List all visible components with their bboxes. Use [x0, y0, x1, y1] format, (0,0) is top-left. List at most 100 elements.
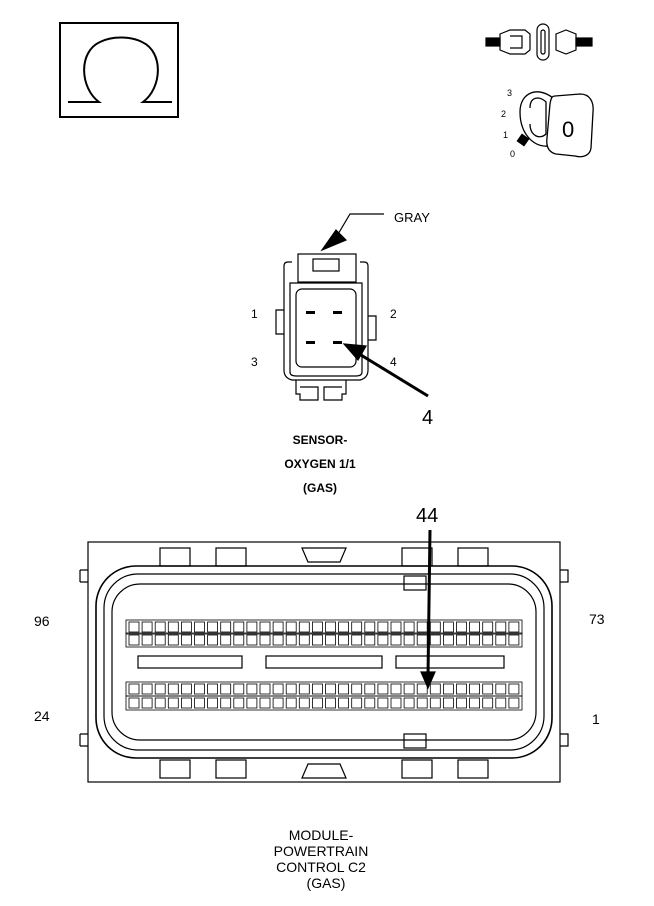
terminal-cavity [180, 683, 192, 695]
terminal-cavity [180, 621, 192, 633]
ignition-switch-off-icon: 0 3 2 1 0 [501, 88, 594, 159]
terminal-cavity [220, 634, 232, 646]
ignition-position-1: 1 [503, 130, 508, 140]
terminal-cavity [128, 683, 140, 695]
pcm-pin-label-bottom-right: 1 [592, 711, 600, 727]
terminal-cavity [272, 634, 284, 646]
terminal-row [125, 632, 523, 648]
terminal-cavity [338, 683, 350, 695]
terminal-cavity [141, 621, 153, 633]
terminal-cavity [338, 634, 350, 646]
terminal-cavity [220, 621, 232, 633]
terminal-cavity [403, 683, 415, 695]
terminal-cavity [141, 683, 153, 695]
terminal-cavity [469, 683, 481, 695]
terminal-cavity [482, 697, 494, 709]
terminal-cavity [246, 621, 258, 633]
sensor-title-line-3: (GAS) [303, 481, 337, 495]
terminal-cavity [351, 634, 363, 646]
terminal-cavity [325, 621, 336, 633]
terminal-cavity [351, 683, 363, 695]
ignition-key-position-label: 0 [562, 117, 574, 142]
pcm-pin-label-top-right: 73 [589, 611, 605, 627]
terminal-cavity [482, 621, 494, 633]
terminal-cavity [207, 697, 219, 709]
sensor-pin-label-1: 1 [251, 307, 258, 321]
ignition-position-2: 2 [501, 109, 506, 119]
terminal-cavity [154, 634, 166, 646]
terminal-cavity [311, 621, 323, 633]
terminal-cavity [416, 634, 428, 646]
terminal-cavity [246, 634, 258, 646]
terminal-cavity [456, 634, 467, 646]
terminal-cavity [403, 621, 415, 633]
terminal-cavity [259, 634, 271, 646]
terminal-cavity [429, 697, 441, 709]
terminal-cavity [167, 621, 179, 633]
terminal-cavity [364, 697, 376, 709]
terminal-cavity [508, 634, 520, 646]
terminal-cavity [311, 697, 323, 709]
terminal-cavity [495, 697, 507, 709]
pcm-test-pin-label: 44 [416, 505, 438, 527]
terminal-cavity [495, 621, 507, 633]
terminal-cavity [338, 621, 350, 633]
terminal-cavity [194, 634, 205, 646]
terminal-cavity [141, 697, 153, 709]
terminal-cavity [233, 634, 245, 646]
terminal-cavity [285, 697, 297, 709]
terminal-cavity [482, 683, 494, 695]
terminal-cavity [442, 683, 454, 695]
terminal-cavity [377, 634, 389, 646]
terminal-cavity [416, 697, 428, 709]
terminal-cavity [128, 621, 140, 633]
terminal-cavity [429, 634, 441, 646]
terminal-cavity [194, 683, 205, 695]
sensor-pin-label-3: 3 [251, 355, 258, 369]
terminal-cavity [154, 697, 166, 709]
terminal-cavity [469, 634, 481, 646]
pcm-c2-connector [79, 529, 569, 783]
terminal-cavity [272, 683, 284, 695]
terminal-row [125, 619, 523, 635]
terminal-cavity [508, 697, 520, 709]
terminal-cavity [285, 621, 297, 633]
pcm-pin-label-bottom-left: 24 [34, 708, 50, 724]
terminal-row [125, 695, 523, 711]
terminal-cavity [154, 683, 166, 695]
terminal-cavity [194, 621, 205, 633]
terminal-cavity [325, 634, 336, 646]
terminal-cavity [285, 634, 297, 646]
ignition-position-3: 3 [507, 88, 512, 98]
terminal-cavity [364, 683, 376, 695]
terminal-cavity [456, 697, 467, 709]
terminal-cavity [390, 697, 402, 709]
sensor-title-line-1: SENSOR- [293, 433, 348, 447]
terminal-cavity [508, 621, 520, 633]
terminal-cavity [390, 634, 402, 646]
terminal-cavity [141, 634, 153, 646]
ohm-symbol-icon [59, 22, 179, 118]
terminal-cavity [469, 621, 481, 633]
pcm-title-line-2: POWERTRAIN [274, 843, 369, 859]
terminal-cavity [364, 621, 376, 633]
sensor-wire-color-label: GRAY [394, 210, 430, 225]
terminal-cavity [220, 683, 232, 695]
terminal-cavity [416, 683, 428, 695]
terminal-cavity [180, 634, 192, 646]
ignition-position-0: 0 [510, 149, 515, 159]
terminal-cavity [442, 634, 454, 646]
terminal-cavity [482, 634, 494, 646]
terminal-cavity [233, 683, 245, 695]
terminal-cavity [429, 683, 441, 695]
terminal-cavity [298, 683, 310, 695]
terminal-cavity [403, 697, 415, 709]
terminal-cavity [298, 697, 310, 709]
terminal-cavity [429, 621, 441, 633]
terminal-cavity [325, 697, 336, 709]
terminal-cavity [272, 621, 284, 633]
sensor-title-line-2: OXYGEN 1/1 [284, 457, 356, 471]
terminal-cavity [377, 683, 389, 695]
terminal-cavity [246, 683, 258, 695]
terminal-cavity [403, 634, 415, 646]
